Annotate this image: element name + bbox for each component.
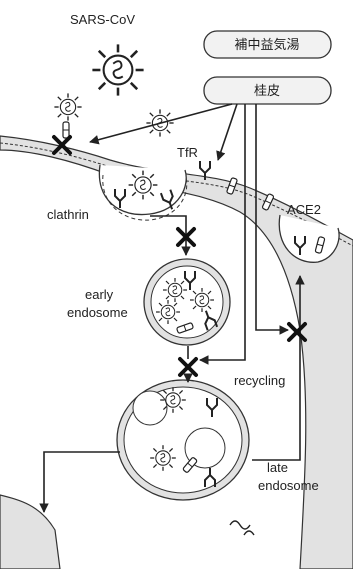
clathrin-label: clathrin (47, 207, 89, 222)
recycling-label: recycling (234, 373, 285, 388)
virus-icon (92, 44, 143, 95)
cross-x-icon (180, 359, 196, 375)
late-endosome-line2: endosome (258, 478, 319, 493)
late-endosome-line1: late (267, 460, 288, 475)
virus-icon (54, 93, 81, 120)
early-endosome-line1: early (85, 287, 114, 302)
box-hochuekkito: 補中益気湯 (204, 31, 331, 58)
keihi-label: 桂皮 (254, 84, 280, 99)
ace2-label: ACE2 (287, 202, 321, 217)
lower-membrane (0, 495, 60, 569)
early-endosome (144, 259, 230, 345)
viral-rna (230, 521, 254, 535)
sars-cov-label: SARS-CoV (70, 12, 135, 27)
ace2-icon (63, 122, 69, 138)
late-endosome (117, 380, 249, 500)
tfr-label: TfR (177, 145, 198, 160)
early-endosome-line2: endosome (67, 305, 128, 320)
box-keihi: 桂皮 (204, 77, 331, 104)
virus-icon (129, 171, 158, 200)
hochuekkito-label: 補中益気湯 (234, 37, 299, 53)
